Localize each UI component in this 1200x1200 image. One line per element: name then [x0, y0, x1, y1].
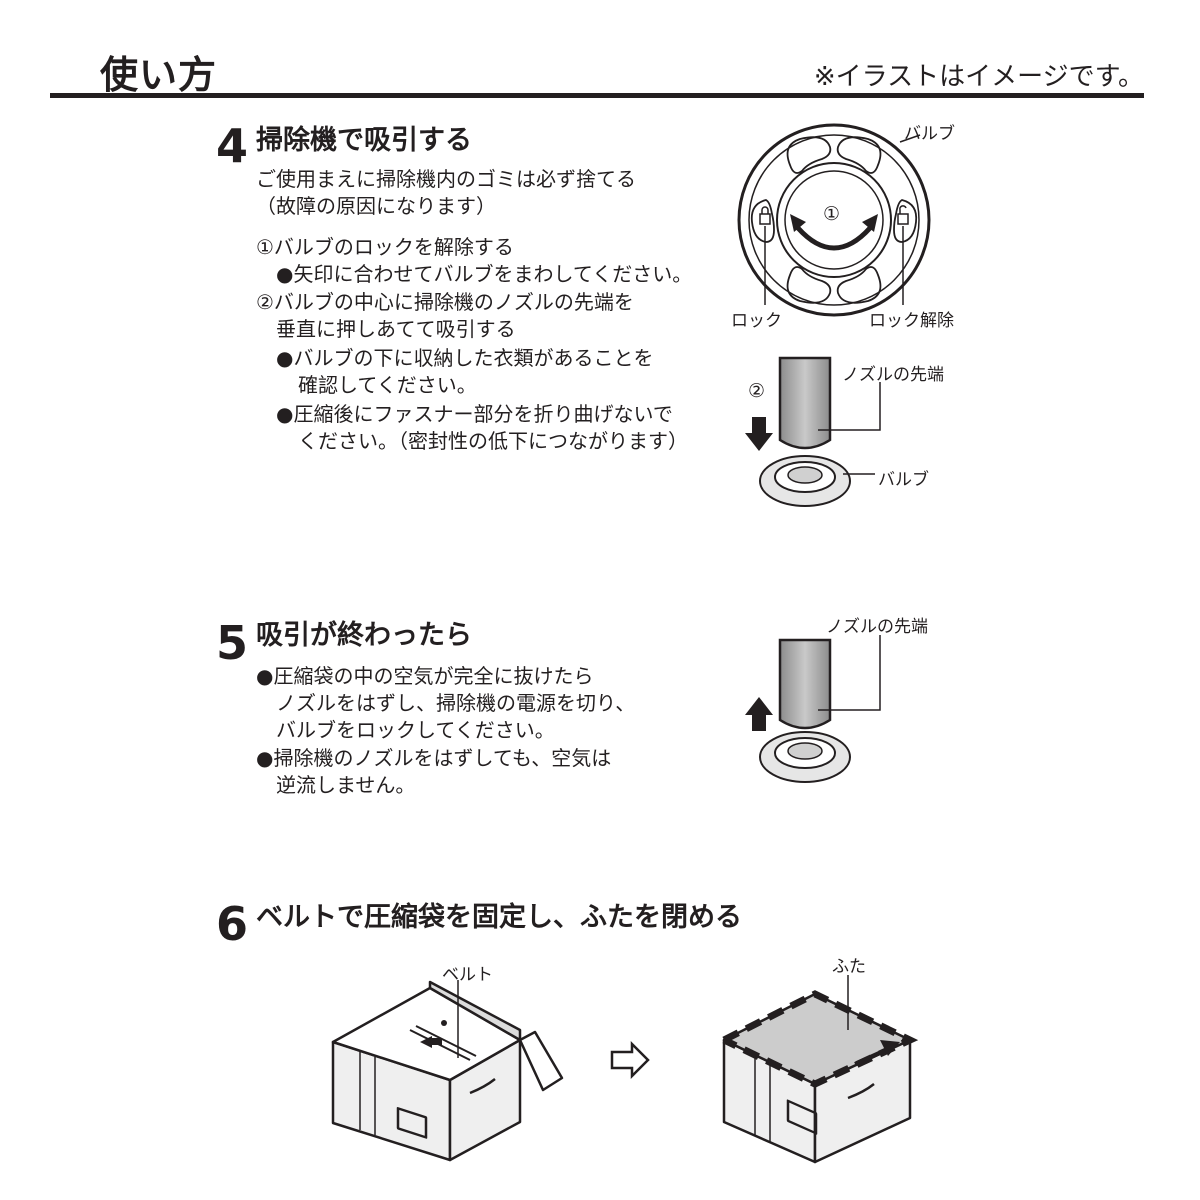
- step4-circled-2-label: ②: [748, 380, 766, 402]
- step4-unlock-label: ロック解除: [869, 311, 954, 331]
- step4-title: 掃除機で吸引する: [256, 125, 472, 156]
- step4-line-4: 垂直に押しあてて吸引する: [276, 317, 516, 341]
- illustration-note: ※イラストはイメージです。: [813, 62, 1144, 92]
- step4-intro-2: （故障の原因になります）: [256, 194, 496, 218]
- step5-line-3: バルブをロックしてください。: [276, 718, 555, 742]
- step4-line-1: ①バルブのロックを解除する: [256, 235, 514, 259]
- header-divider: [50, 93, 1144, 98]
- step4-number: 4: [216, 119, 249, 173]
- step6-lid-label: ふた: [832, 957, 866, 977]
- step4-line-6: 確認してください。: [298, 373, 477, 397]
- step5-line-4: ●掃除機のノズルをはずしても、空気は: [256, 746, 612, 770]
- step4-circled-1-label: ①: [823, 203, 841, 225]
- step5-line-1: ●圧縮袋の中の空気が完全に抜けたら: [256, 664, 594, 688]
- step4-line-8: ください。（密封性の低下につながります）: [298, 429, 688, 453]
- step5-nozzle-tip-label: ノズルの先端: [826, 617, 928, 637]
- step4-nozzle-valve-label: バルブ: [878, 470, 929, 490]
- step5-line-2: ノズルをはずし、掃除機の電源を切り、: [276, 691, 636, 715]
- step5-number: 5: [216, 616, 249, 670]
- step5-line-5: 逆流しません。: [276, 773, 416, 797]
- step4-line-7: ●圧縮後にファスナー部分を折り曲げないで: [276, 402, 673, 426]
- step4-lock-label: ロック: [731, 311, 782, 331]
- step6-number: 6: [216, 897, 249, 951]
- step6-title: ベルトで圧縮袋を固定し、ふたを閉める: [256, 902, 742, 933]
- step4-line-5: ●バルブの下に収納した衣類があることを: [276, 346, 654, 370]
- page-title: 使い方: [100, 53, 218, 97]
- step4-line-2: ●矢印に合わせてバルブをまわしてください。: [276, 262, 693, 286]
- step4-line-3: ②バルブの中心に掃除機のノズルの先端を: [256, 290, 634, 314]
- step4-valve-label: バルブ: [904, 124, 955, 144]
- step4-intro-1: ご使用まえに掃除機内のゴミは必ず捨てる: [256, 167, 636, 191]
- step4-nozzle-tip-label: ノズルの先端: [842, 365, 944, 385]
- step6-belt-label: ベルト: [442, 965, 493, 985]
- step5-title: 吸引が終わったら: [256, 620, 472, 651]
